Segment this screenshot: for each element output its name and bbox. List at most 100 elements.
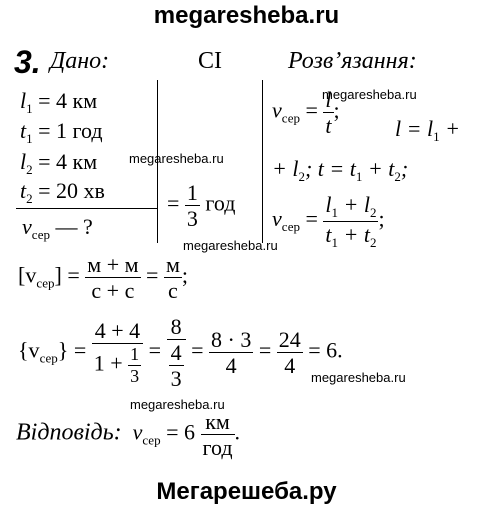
- solution-formula-4: vсер = l1 + l2 t1 + t2 ;: [272, 193, 385, 249]
- given-find-sub: сер: [31, 227, 50, 242]
- sol-l-sum-sub: 1: [433, 129, 440, 144]
- answer-unit-fraction: км год: [200, 410, 235, 461]
- given-find-divider: [16, 208, 157, 209]
- given-l1-var: l: [20, 88, 27, 113]
- given-t2-var: t: [20, 178, 27, 203]
- given-l1-eq: = 4 км: [38, 88, 98, 113]
- units-semicolon: ;: [181, 262, 188, 288]
- calc-lhs-sub: сер: [39, 350, 58, 366]
- fraction-bar: [85, 277, 141, 279]
- watermark-small: megaresheba.ru: [129, 151, 224, 166]
- sol-l2-sub: 2: [298, 169, 305, 184]
- calc-f2-den-den: 3: [170, 366, 182, 392]
- units-eq: =: [146, 262, 159, 288]
- watermark-small: megaresheba.ru: [130, 397, 225, 412]
- solution-formula-2: l = l1 +: [395, 116, 460, 145]
- answer-period: .: [234, 419, 241, 445]
- given-find-eq: — ?: [55, 214, 93, 239]
- units-fraction-1: м + м с + с: [85, 252, 141, 304]
- fraction-bar: [209, 352, 254, 354]
- calc-f1-num: 4 + 4: [94, 318, 141, 344]
- sol-v-sub: сер: [281, 219, 300, 235]
- given-t1: t1 = 1 год: [20, 118, 103, 147]
- solution-header: Розв’язання:: [288, 48, 417, 74]
- sol-avg-num: l1 + l2: [323, 193, 378, 220]
- fraction-bar: [163, 277, 182, 279]
- si-solution-divider: [262, 80, 263, 243]
- fraction-bar: [323, 220, 379, 222]
- watermark-small: megaresheba.ru: [322, 87, 417, 102]
- fraction-bar: [168, 365, 184, 367]
- calc-eq: =: [191, 337, 204, 363]
- calc-eq: =: [258, 337, 272, 363]
- fraction-bar: [323, 112, 334, 114]
- num-l1-sub: 1: [331, 205, 339, 220]
- den-t1: t: [325, 221, 332, 247]
- numeric-calc: {vсер} = 4 + 4 1 + 1 3 = 8 4 3 = 8 · 3 4: [18, 315, 343, 390]
- calc-lhs-open: {v: [18, 337, 40, 363]
- units-f2-num: м: [165, 252, 180, 277]
- given-si-divider: [157, 80, 158, 243]
- given-t1-var: t: [20, 118, 27, 143]
- sol-v-var: v: [272, 206, 282, 232]
- sol-l-sum: l = l: [395, 116, 434, 141]
- num-l1: l: [325, 192, 332, 217]
- si-fraction: 1 3: [184, 180, 200, 232]
- calc-fraction-3: 8 · 3 4: [209, 327, 254, 379]
- si-fraction-num: 1: [186, 180, 198, 205]
- calc-result: = 6.: [308, 337, 343, 363]
- si-fraction-den: 3: [186, 206, 198, 232]
- calc-f3-num: 8 · 3: [211, 327, 252, 353]
- units-f2-den: с: [168, 278, 178, 304]
- calc-f2-den-fraction: 4 3: [168, 341, 184, 392]
- si-conversion: = 1 3 год: [167, 181, 235, 230]
- sol-v-sub: сер: [281, 110, 300, 126]
- watermark-small: megaresheba.ru: [183, 238, 278, 253]
- calc-fraction-4: 24 4: [276, 328, 303, 379]
- den-t1-sub: 1: [331, 234, 339, 250]
- calc-fraction-1: 4 + 4 1 + 1 3: [91, 318, 144, 386]
- fraction-bar: [128, 365, 142, 367]
- given-header: Дано:: [50, 48, 110, 74]
- calc-f3-den: 4: [225, 353, 237, 379]
- answer: Відповідь: vсер = 6 км год .: [16, 410, 240, 459]
- sol-fraction-num: l: [325, 87, 332, 112]
- units-f1-num: м + м: [87, 252, 139, 277]
- sol-t-eq: ; t = t: [304, 156, 356, 181]
- given-l1-sub: 1: [26, 101, 33, 116]
- sol-eq: =: [305, 97, 318, 123]
- si-eq: =: [167, 190, 180, 216]
- problem-number: 3.: [14, 44, 41, 80]
- sol-semicolon: ;: [378, 206, 385, 232]
- answer-unit-den: год: [202, 435, 233, 461]
- calc-f1-den-den: 3: [130, 366, 140, 387]
- num-plus-l2: + l: [343, 192, 370, 217]
- calc-f1-den: 1 + 1 3: [92, 345, 143, 386]
- fraction-bar: [184, 205, 200, 207]
- sol-semicolon: ;: [400, 156, 409, 181]
- units-f1-den: с + с: [91, 278, 135, 304]
- num-l2-sub: 2: [369, 205, 377, 220]
- given-l1: l1 = 4 км: [20, 88, 97, 117]
- den-t2-sub: 2: [369, 234, 377, 250]
- given-t2: t2 = 20 хв: [20, 178, 105, 207]
- sol-fraction: l t: [323, 87, 334, 137]
- calc-fraction-2: 8 4 3: [166, 315, 186, 392]
- sol-t1-sub: 1: [355, 169, 363, 184]
- given-find: vсер — ?: [22, 214, 93, 243]
- given-l2-sub: 2: [26, 162, 33, 177]
- solution-formula-1: vсер = l t ;: [272, 88, 340, 137]
- calc-eq: =: [148, 337, 162, 363]
- units-lhs-close: ] =: [54, 262, 80, 288]
- calc-f1-den-a: 1 +: [93, 350, 123, 376]
- sol-t2: + t: [367, 156, 395, 181]
- sol-t2-sub: 2: [394, 169, 401, 184]
- answer-eq: = 6: [166, 419, 195, 445]
- calc-f4-den: 4: [284, 353, 296, 379]
- given-l2-var: l: [20, 149, 27, 174]
- fraction-bar: [91, 343, 144, 345]
- watermark-top: megaresheba.ru: [153, 2, 340, 29]
- sol-l2: + l: [272, 156, 299, 181]
- solution-formula-3: + l2; t = t1 + t2;: [272, 156, 408, 185]
- den-plus-t2: + t: [343, 221, 370, 247]
